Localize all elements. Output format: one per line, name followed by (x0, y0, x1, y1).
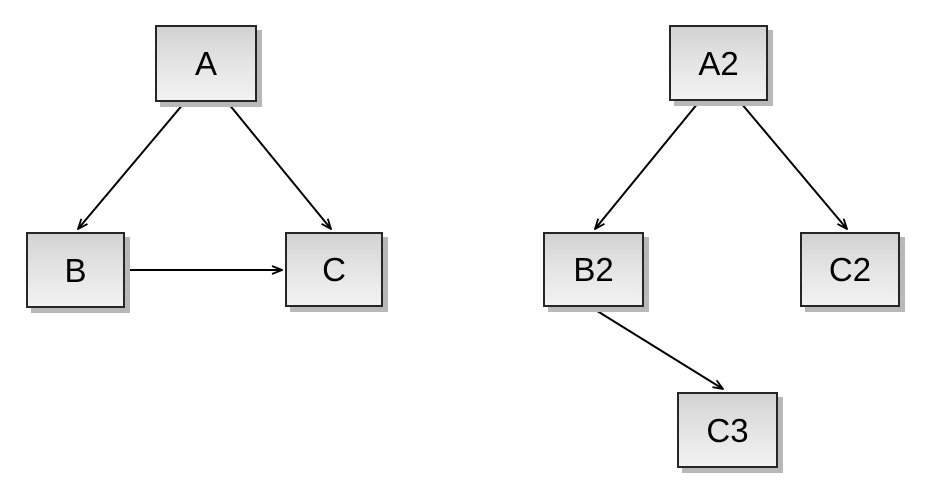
node-C-label: C (322, 251, 346, 288)
node-C3-label: C3 (706, 411, 749, 449)
node-B-label: B (64, 251, 87, 289)
edge-A-B (78, 102, 185, 229)
node-B2: B2 (543, 232, 644, 307)
node-C: C (285, 232, 383, 307)
node-C3: C3 (677, 392, 778, 468)
node-A-label: A (194, 45, 217, 82)
node-A2-label: A2 (698, 44, 739, 82)
node-C2: C2 (800, 232, 900, 307)
node-B2-label: B2 (573, 251, 614, 288)
node-A2: A2 (669, 25, 768, 101)
edge-A2-B2 (595, 102, 699, 229)
node-C2-label: C2 (828, 251, 872, 288)
node-B: B (26, 232, 125, 308)
edge-B2-C3 (593, 308, 723, 389)
edge-A2-C2 (740, 102, 847, 229)
node-A: A (155, 25, 257, 102)
edge-A-C (227, 102, 331, 229)
